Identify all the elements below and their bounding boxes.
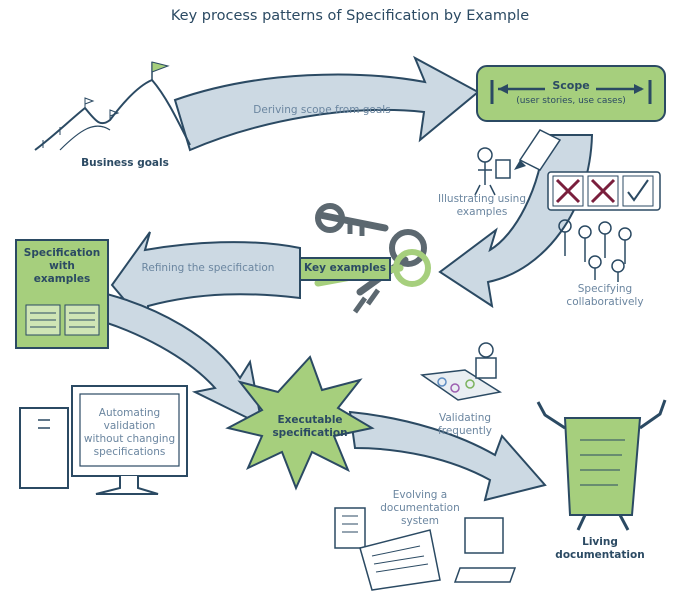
- stamp-icon: [419, 342, 503, 401]
- documentation-system-icons: [334, 507, 517, 591]
- example-cards: [547, 171, 661, 211]
- arrow-validating: [348, 410, 547, 502]
- evolving-label-3: system: [401, 515, 439, 527]
- arrow-automating: [78, 288, 264, 427]
- living-doc-icon: [536, 399, 667, 531]
- presenter-icon: [474, 147, 511, 196]
- validating-label-1: Validating: [438, 412, 492, 424]
- evolving-label-2: documentation: [380, 502, 460, 514]
- executable-spec-label-1: Executable: [277, 414, 343, 426]
- key-examples-box: [299, 257, 391, 281]
- arrow-illustrating: [438, 134, 594, 309]
- deriving-scope-label: Deriving scope from goals: [253, 104, 391, 116]
- validating-label-2: frequently: [438, 425, 492, 437]
- automating-label-3: without changing: [83, 433, 176, 445]
- living-doc-label-2: documentation: [555, 549, 645, 561]
- spec-with-examples-label-3: examples: [33, 273, 91, 285]
- executable-spec-label-2: specification: [272, 427, 348, 439]
- illustrating-label-1: Illustrating using: [438, 193, 526, 205]
- spec-with-examples-label-1: Specification: [23, 247, 101, 259]
- spec-document: [15, 239, 109, 349]
- evolving-label-1: Evolving a: [392, 489, 448, 501]
- scope-label: Scope: [552, 79, 590, 92]
- living-doc-label-1: Living: [582, 536, 618, 548]
- automating-label-4: specifications: [93, 446, 166, 458]
- spec-with-examples-label-2: with: [49, 260, 75, 272]
- scope-subtitle: (user stories, use cases): [516, 96, 626, 106]
- refining-label: Refining the specification: [141, 262, 275, 274]
- automating-label-1: Automating: [98, 407, 161, 419]
- key-examples-label: Key examples: [304, 262, 386, 274]
- illustrating-label-2: examples: [456, 206, 508, 218]
- automating-label-2: validation: [103, 420, 156, 432]
- computer-icon: [19, 385, 188, 495]
- people-icon: [558, 219, 632, 282]
- executable-spec-star: [225, 355, 375, 491]
- mountain-icon: [34, 61, 191, 151]
- specifying-label-1: Specifying: [577, 283, 633, 295]
- business-goals-label: Business goals: [81, 157, 169, 169]
- pencil-icon: [514, 129, 562, 171]
- scope-box: [476, 65, 666, 122]
- specifying-label-2: collaboratively: [566, 296, 644, 308]
- diagram-title: Key process patterns of Specification by…: [170, 8, 530, 24]
